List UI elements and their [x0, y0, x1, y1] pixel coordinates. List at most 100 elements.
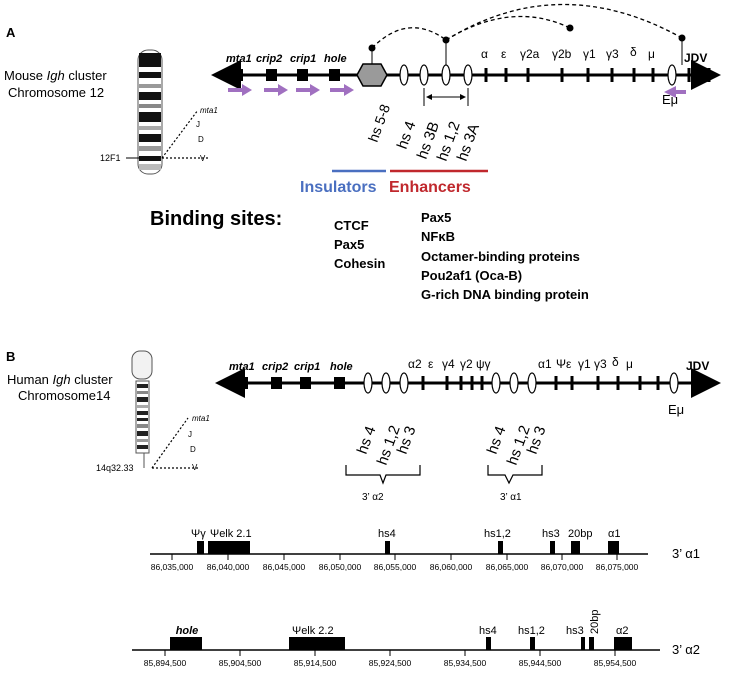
chrom-b-label-j: J [188, 430, 192, 439]
const-b-gamma3: γ3 [594, 357, 607, 371]
track-a2-label-hs3: hs3 [566, 625, 584, 637]
const-gamma2a: γ2a [520, 47, 540, 61]
svg-text:86,060,000: 86,060,000 [430, 562, 473, 572]
track-a2-hole [170, 637, 202, 650]
enhancer-b-emu [669, 372, 679, 394]
enhancer-hs1-2 [441, 64, 451, 86]
track-a1-alpha1 [608, 541, 619, 554]
track-a2-hs3 [581, 637, 585, 650]
human-chromosome-ideogram [131, 350, 153, 454]
const-gamma3: γ3 [606, 47, 619, 61]
insulator-site-ctcf: CTCF [334, 218, 369, 233]
track-a1-label-hs12: hs1,2 [484, 528, 511, 540]
track-a2-ticks [164, 650, 616, 656]
track-a1-label-20bp: 20bp [568, 528, 592, 540]
svg-text:85,894,500: 85,894,500 [144, 658, 187, 668]
enhancer-b-a2-hs1-2 [381, 372, 391, 394]
enhancer-hs4 [399, 64, 409, 86]
svg-text:85,924,500: 85,924,500 [369, 658, 412, 668]
const-b-alpha2: α2 [408, 357, 422, 371]
svg-text:85,914,500: 85,914,500 [294, 658, 337, 668]
enhancer-hs3b [419, 64, 429, 86]
chrom-b-label-d: D [190, 445, 196, 454]
chromatin-loops [371, 3, 683, 49]
chrom-label-d: D [198, 135, 204, 144]
gene-b-box-mta1 [237, 377, 248, 389]
constant-region-ticks [484, 68, 711, 82]
enhancer-b-a2-hs4 [363, 372, 373, 394]
gene-label-mta1: mta1 [226, 53, 252, 65]
track-a1-hs3 [550, 541, 555, 554]
track-a2-label-hs12: hs1,2 [518, 625, 545, 637]
chrom-b-label-v: V [192, 463, 198, 472]
const-mu: μ [648, 47, 655, 61]
panel-b-letter: B [6, 349, 15, 364]
svg-text:86,035,000: 86,035,000 [151, 562, 194, 572]
const-b-gamma2: γ2 [460, 357, 473, 371]
track-a2-label-20bp: 20bp [589, 610, 601, 634]
gene-b-label-hole: hole [330, 361, 353, 373]
track-a1-hs4 [385, 541, 390, 554]
svg-text:85,904,500: 85,904,500 [219, 658, 262, 668]
mouse-chromosome-ideogram [137, 49, 163, 175]
track-a1-psigamma [197, 541, 204, 554]
track-a1-20bp [571, 541, 580, 554]
chrom-label-mta1: mta1 [200, 106, 218, 115]
gene-b-label-crip2: crip2 [262, 361, 288, 373]
gene-b-box-hole [334, 377, 345, 389]
track-a1-psielk [208, 541, 250, 554]
chrom-band-14q32: 14q32.33 [96, 463, 134, 473]
panel-b-chromosome: Chromosome14 [18, 388, 111, 403]
track-a2-psielk [289, 637, 345, 650]
bracket-a2 [345, 465, 421, 485]
track-a1-hs12 [498, 541, 503, 554]
track-a2-tick-labels: 85,894,500 85,904,500 85,914,500 85,924,… [144, 658, 637, 668]
enhancer-site-pou2af1: Pou2af1 (Oca-B) [421, 268, 522, 283]
svg-text:86,055,000: 86,055,000 [374, 562, 417, 572]
svg-text:85,954,500: 85,954,500 [594, 658, 637, 668]
enhancer-b-a1-hs4 [527, 372, 537, 394]
hs-label-5-8: hs 5-8 [365, 102, 393, 144]
enhancer-site-octamer: Octamer-binding proteins [421, 249, 580, 264]
const-epsilon: ε [501, 47, 507, 61]
const-b-delta: δ [612, 355, 619, 369]
track-a2-name: 3’ α2 [672, 642, 700, 657]
track-a2-hs12 [530, 637, 535, 650]
track-a1-tick-labels: 86,035,000 86,040,000 86,045,000 86,050,… [151, 562, 639, 572]
gene-b-label-mta1: mta1 [229, 361, 255, 373]
chrom-band-12f1: 12F1 [100, 153, 121, 163]
const-alpha: α [481, 47, 488, 61]
const-b-psigamma: ψγ [476, 357, 491, 371]
svg-text:86,040,000: 86,040,000 [207, 562, 250, 572]
panel-a-title: Mouse Igh cluster [4, 68, 107, 83]
svg-text:86,045,000: 86,045,000 [263, 562, 306, 572]
label-emu-a: Eμ [662, 92, 678, 107]
track-a2-label-psielk: Ψelk 2.2 [292, 625, 334, 637]
svg-text:85,934,500: 85,934,500 [444, 658, 487, 668]
gene-label-hole: hole [324, 53, 347, 65]
enhancer-site-nfkb: NFκB [421, 229, 455, 244]
track-a2-label-hole: hole [176, 625, 199, 637]
track-a2-label-alpha2: α2 [616, 625, 628, 637]
gene-label-crip1: crip1 [290, 53, 316, 65]
gene-b-box-crip1 [300, 377, 311, 389]
track-a2-20bp [589, 637, 594, 650]
gene-box-crip2 [266, 69, 277, 81]
enhancer-b-a1-hs3 [491, 372, 501, 394]
hs-label-4-a: hs 4 [394, 119, 420, 151]
track-a1-label-alpha1: α1 [608, 528, 620, 540]
gene-box-mta1 [232, 69, 243, 81]
enhancer-hs3a [463, 64, 473, 86]
enhancers-label: Enhancers [389, 179, 471, 196]
transcription-arrows [228, 84, 686, 98]
insulator-hs5-8 [356, 63, 388, 87]
insulator-site-pax5: Pax5 [334, 237, 364, 252]
binding-sites-title: Binding sites: [150, 208, 282, 230]
bracket-a1 [487, 465, 543, 485]
svg-text:86,075,000: 86,075,000 [596, 562, 639, 572]
panel-a-chromosome: Chromosome 12 [8, 85, 104, 100]
track-a2-label-hs4: hs4 [479, 625, 497, 637]
track-a1-label-hs4: hs4 [378, 528, 396, 540]
const-b-psiepsilon: Ψε [556, 357, 572, 371]
